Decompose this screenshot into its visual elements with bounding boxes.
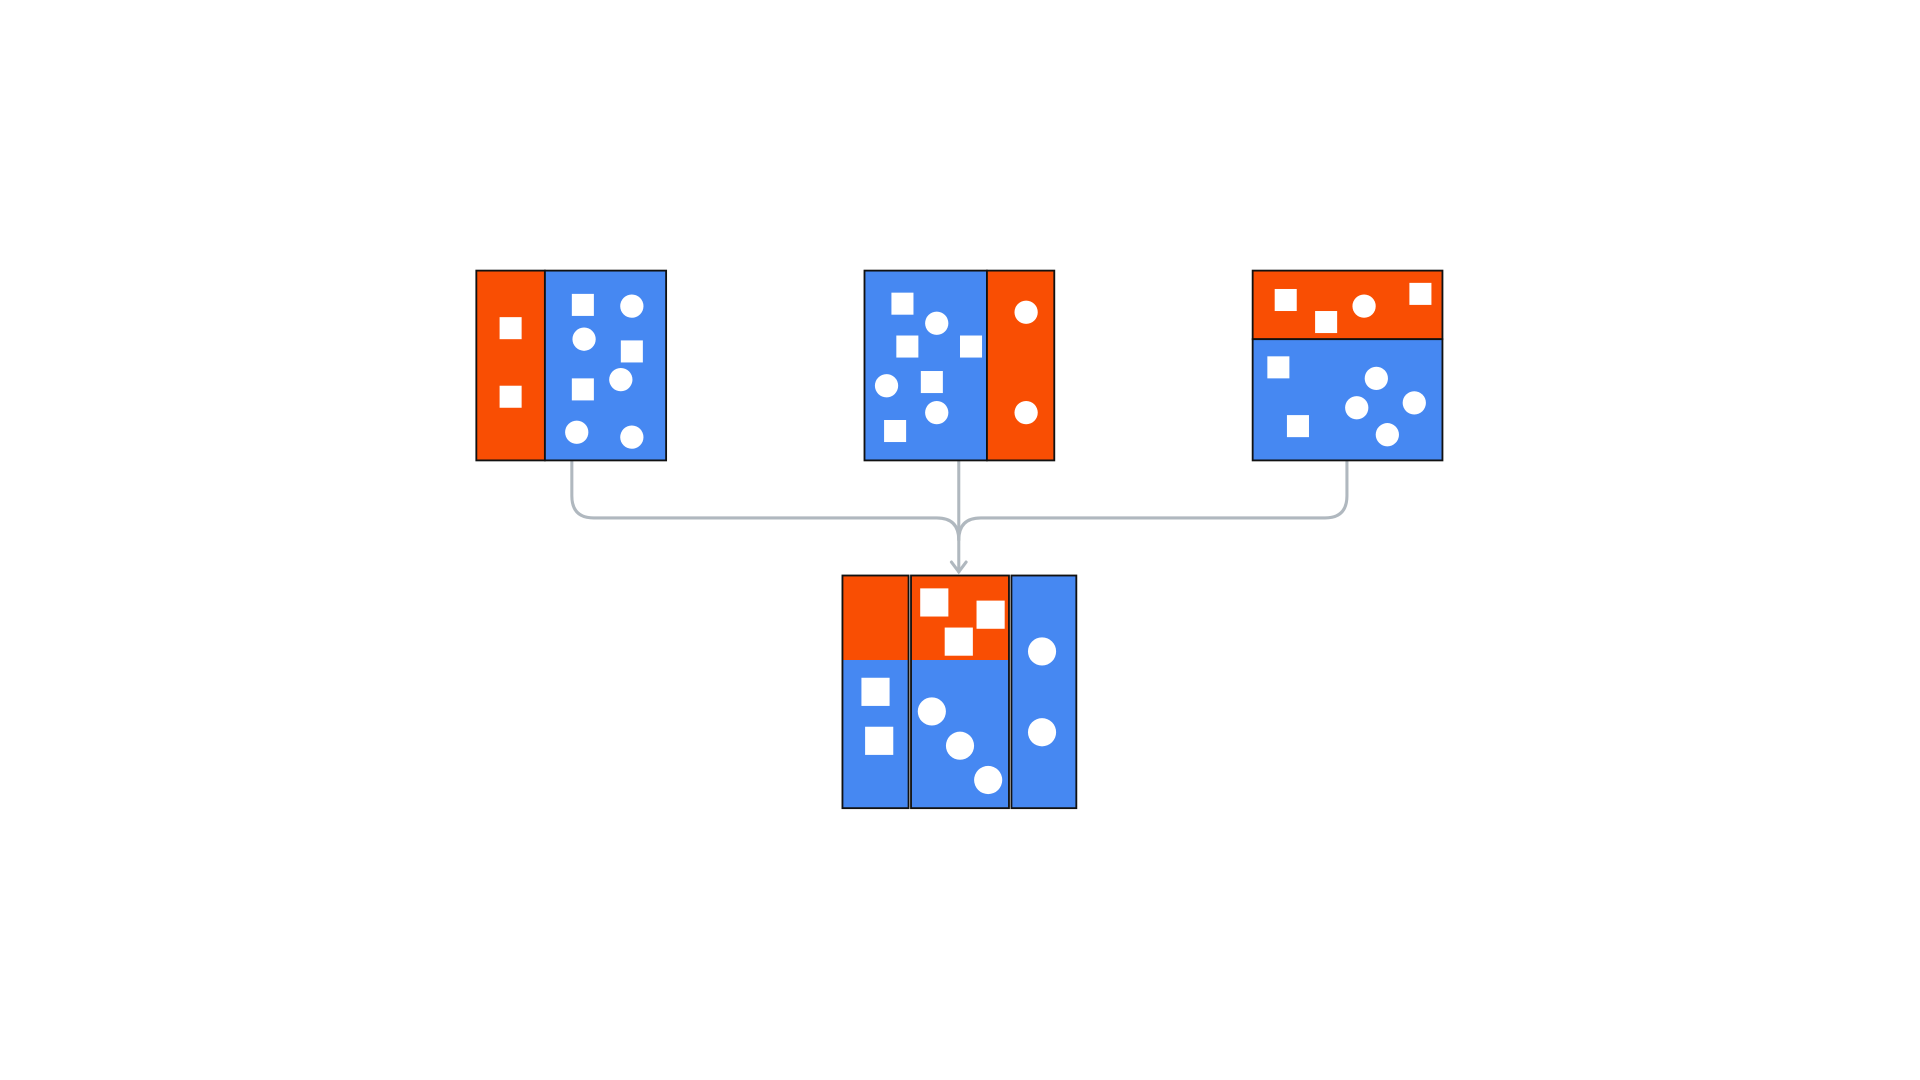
column-outline bbox=[841, 574, 910, 810]
square-marker-icon bbox=[571, 293, 594, 316]
circle-marker-icon bbox=[925, 311, 949, 335]
square-marker-icon bbox=[1315, 311, 1338, 334]
circle-marker-icon bbox=[1364, 366, 1388, 390]
square-marker-icon bbox=[960, 335, 983, 358]
square-marker-icon bbox=[499, 385, 522, 408]
square-marker-icon bbox=[571, 378, 594, 401]
square-marker-icon bbox=[944, 627, 973, 656]
circle-marker-icon bbox=[620, 425, 644, 449]
circle-marker-icon bbox=[620, 294, 644, 318]
square-marker-icon bbox=[976, 600, 1005, 629]
blue-region bbox=[543, 269, 668, 462]
column-outline bbox=[910, 574, 1010, 810]
circle-marker-icon bbox=[565, 420, 589, 444]
connector-right bbox=[957, 460, 1349, 542]
circle-marker-icon bbox=[1014, 300, 1038, 324]
square-marker-icon bbox=[865, 726, 894, 755]
circle-marker-icon bbox=[1014, 401, 1038, 425]
source-panel-1 bbox=[475, 269, 668, 462]
circle-marker-icon bbox=[1402, 391, 1426, 415]
orange-region bbox=[475, 269, 546, 462]
square-marker-icon bbox=[896, 335, 919, 358]
connector-left bbox=[570, 460, 961, 542]
merged-panel bbox=[841, 574, 1078, 810]
blue-region bbox=[1010, 574, 1078, 810]
circle-marker-icon bbox=[609, 367, 633, 392]
blue-region bbox=[863, 269, 988, 462]
circle-marker-icon bbox=[1375, 423, 1399, 447]
connectors bbox=[570, 460, 1349, 575]
square-marker-icon bbox=[891, 292, 914, 315]
source-panel-2 bbox=[863, 269, 1056, 462]
orange-region bbox=[842, 575, 909, 660]
circle-marker-icon bbox=[572, 327, 596, 351]
square-marker-icon bbox=[884, 420, 907, 443]
circle-marker-icon bbox=[925, 401, 949, 425]
circle-marker-icon bbox=[1352, 294, 1376, 318]
source-panel-3 bbox=[1251, 269, 1444, 462]
arrow-down-icon bbox=[949, 560, 968, 575]
circle-marker-icon bbox=[1027, 637, 1057, 666]
square-marker-icon bbox=[861, 677, 890, 706]
square-marker-icon bbox=[1409, 282, 1432, 305]
square-marker-icon bbox=[1286, 415, 1309, 438]
square-marker-icon bbox=[920, 588, 949, 617]
square-marker-icon bbox=[620, 340, 643, 363]
circle-marker-icon bbox=[1027, 718, 1057, 747]
circle-marker-icon bbox=[917, 697, 946, 726]
square-marker-icon bbox=[1274, 288, 1297, 312]
circle-marker-icon bbox=[974, 765, 1003, 795]
square-marker-icon bbox=[920, 371, 943, 394]
circle-marker-icon bbox=[1345, 396, 1369, 420]
square-marker-icon bbox=[499, 317, 522, 340]
square-marker-icon bbox=[1267, 356, 1290, 379]
circle-marker-icon bbox=[945, 731, 975, 760]
orange-region bbox=[986, 269, 1056, 462]
circle-marker-icon bbox=[874, 374, 899, 398]
